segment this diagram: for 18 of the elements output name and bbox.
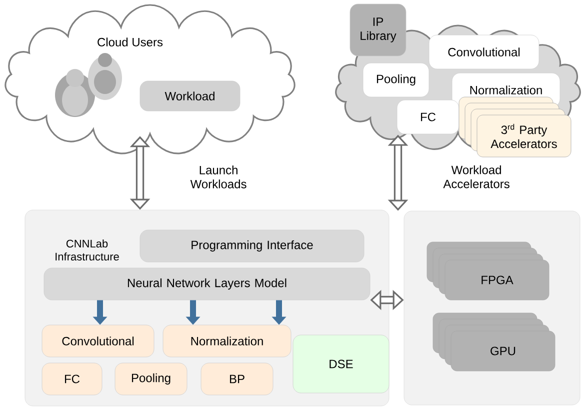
layer-box: BP: [200, 362, 274, 396]
layer-box: Pooling: [362, 62, 430, 98]
layer-box: FC: [42, 362, 102, 396]
dse-box: DSE: [292, 334, 390, 394]
interface-box: Programming Interface: [140, 230, 364, 262]
process-box: Workload: [140, 80, 240, 112]
library-box: IP Library: [350, 4, 406, 56]
layer-box: Pooling: [114, 362, 188, 396]
accelerator-stack: 3$^{rd}$ Party Accelerators: [458, 96, 572, 158]
gpu-stack: GPU: [432, 312, 556, 372]
model-box: Neural Network Layers Model: [44, 268, 370, 300]
fpga-stack: FPGA: [426, 242, 550, 300]
edge-label: Launch Workloads: [190, 166, 246, 188]
layer-box: Normalization: [162, 324, 292, 358]
layer-box: Convolutional: [428, 34, 540, 70]
layer-box: FC: [396, 100, 460, 134]
edge-label: Workload Accelerators: [443, 165, 510, 188]
layer-box: Convolutional: [42, 324, 154, 358]
